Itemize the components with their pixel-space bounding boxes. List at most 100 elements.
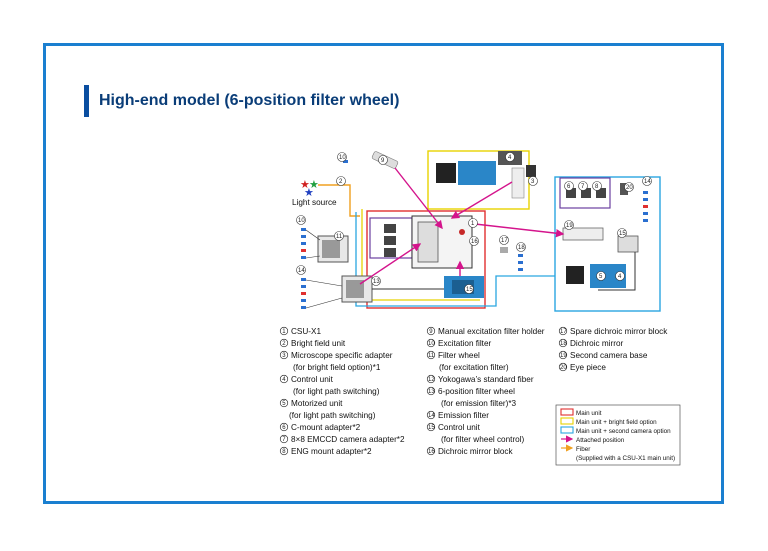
svg-text:(for light path switching): (for light path switching) xyxy=(289,411,376,420)
second-camera-outline xyxy=(554,176,661,312)
svg-text:Fiber: Fiber xyxy=(576,446,590,453)
svg-text:7: 7 xyxy=(581,184,585,190)
wire-b xyxy=(598,252,636,291)
attached-position-arrows xyxy=(359,167,565,285)
list-item: (for light path switching) xyxy=(293,387,380,396)
svg-text:Eye piece: Eye piece xyxy=(570,363,606,372)
svg-text:14: 14 xyxy=(644,179,651,185)
svg-text:19: 19 xyxy=(560,353,567,359)
legend-item-main-unit: Main unit xyxy=(560,408,602,417)
list-item: 2 Bright field unit xyxy=(279,338,346,348)
svg-text:20: 20 xyxy=(626,185,633,191)
svg-text:14: 14 xyxy=(428,413,435,419)
svg-text:Dichroic mirror: Dichroic mirror xyxy=(570,339,623,348)
list-item: (for excitation filter) xyxy=(439,363,509,372)
svg-text:Motorized unit: Motorized unit xyxy=(291,399,343,408)
svg-text:10: 10 xyxy=(339,155,346,161)
second-camera-path xyxy=(355,212,555,307)
list-item: 8 ENG mount adapter*2 xyxy=(279,446,372,456)
control-unit-right xyxy=(617,235,639,253)
section-heading: High-end model (6-position filter wheel) xyxy=(84,85,399,117)
svg-text:1: 1 xyxy=(282,329,286,335)
svg-text:15: 15 xyxy=(428,425,435,431)
svg-text:Attached position: Attached position xyxy=(576,437,625,444)
light-source-label: Light source xyxy=(292,198,337,207)
svg-text:C-mount adapter*2: C-mount adapter*2 xyxy=(291,423,361,432)
heading-accent-bar xyxy=(84,85,89,117)
svg-text:(for filter wheel control): (for filter wheel control) xyxy=(441,435,525,444)
svg-text:16: 16 xyxy=(428,449,435,455)
svg-text:13: 13 xyxy=(373,279,380,285)
svg-text:11: 11 xyxy=(336,234,343,240)
svg-text:12: 12 xyxy=(428,377,435,383)
list-item: 3 Microscope specific adapter xyxy=(279,350,393,360)
svg-text:Yokogawa’s standard fiber: Yokogawa’s standard fiber xyxy=(438,375,534,384)
second-camera-base xyxy=(562,227,604,241)
svg-text:Manual excitation filter holde: Manual excitation filter holder xyxy=(438,327,545,336)
svg-text:8: 8 xyxy=(282,449,286,455)
bright-field-camera xyxy=(436,151,536,199)
legend: Main unit Main unit + bright field optio… xyxy=(555,404,681,466)
svg-text:Control unit: Control unit xyxy=(438,423,481,432)
svg-text:(for light path switching): (for light path switching) xyxy=(293,387,380,396)
svg-text:Bright field unit: Bright field unit xyxy=(291,339,346,348)
svg-text:2: 2 xyxy=(282,341,286,347)
camera-adapters-right xyxy=(566,188,606,198)
svg-text:1: 1 xyxy=(471,221,475,227)
excitation-filter-single xyxy=(343,160,348,163)
svg-text:Spare dichroic mirror block: Spare dichroic mirror block xyxy=(570,327,668,336)
main-camera xyxy=(444,276,484,298)
svg-text:17: 17 xyxy=(501,238,508,244)
adapter-group-2 xyxy=(559,177,611,209)
legend-fiber-note: (Supplied with a CSU-X1 main unit) xyxy=(576,455,675,462)
list-item: (for emission filter)*3 xyxy=(441,399,517,408)
svg-text:★: ★ xyxy=(304,187,314,199)
svg-text:Main unit + bright field optio: Main unit + bright field option xyxy=(576,419,657,426)
svg-text:Excitation filter: Excitation filter xyxy=(438,339,492,348)
svg-text:18: 18 xyxy=(518,245,525,251)
list-item: (for bright field option)*1 xyxy=(293,363,381,372)
svg-text:Control unit: Control unit xyxy=(291,375,334,384)
camera-adapters-left xyxy=(384,224,396,257)
svg-text:17: 17 xyxy=(560,329,567,335)
svg-text:Dichroic mirror block: Dichroic mirror block xyxy=(438,447,514,456)
fiber-line xyxy=(318,184,360,217)
svg-text:16: 16 xyxy=(471,239,478,245)
svg-text:20: 20 xyxy=(560,365,567,371)
svg-text:3: 3 xyxy=(531,179,535,185)
legend-item-fiber: Fiber xyxy=(561,444,590,453)
svg-text:10: 10 xyxy=(428,341,435,347)
list-item: 5 Motorized unit xyxy=(279,398,343,408)
svg-text:Second camera base: Second camera base xyxy=(570,351,648,360)
svg-text:2: 2 xyxy=(339,179,343,185)
svg-text:Emission filter: Emission filter xyxy=(438,411,489,420)
svg-text:4: 4 xyxy=(618,274,622,280)
spare-dichroic-mirrors xyxy=(500,247,523,271)
excitation-filter-stack xyxy=(301,228,321,259)
svg-text:18: 18 xyxy=(560,341,567,347)
svg-text:10: 10 xyxy=(298,218,305,224)
svg-text:CSU-X1: CSU-X1 xyxy=(291,327,321,336)
light-source-icon: ★ ★ ★ xyxy=(300,179,319,199)
svg-text:ENG mount adapter*2: ENG mount adapter*2 xyxy=(291,447,372,456)
list-item: 1 CSU-X1 xyxy=(279,326,321,336)
svg-text:15: 15 xyxy=(619,231,626,237)
emission-filter-stack xyxy=(301,278,343,309)
svg-text:5: 5 xyxy=(282,401,286,407)
svg-text:(for bright field option)*1: (for bright field option)*1 xyxy=(293,363,381,372)
right-emission-filter-stack xyxy=(643,191,648,222)
component-list: 1 CSU-X1 2 Bright field unit 3 Microscope s… xyxy=(279,326,668,456)
svg-text:Microscope specific adapter: Microscope specific adapter xyxy=(291,351,393,360)
svg-text:3: 3 xyxy=(282,353,286,359)
svg-text:15: 15 xyxy=(466,287,473,293)
